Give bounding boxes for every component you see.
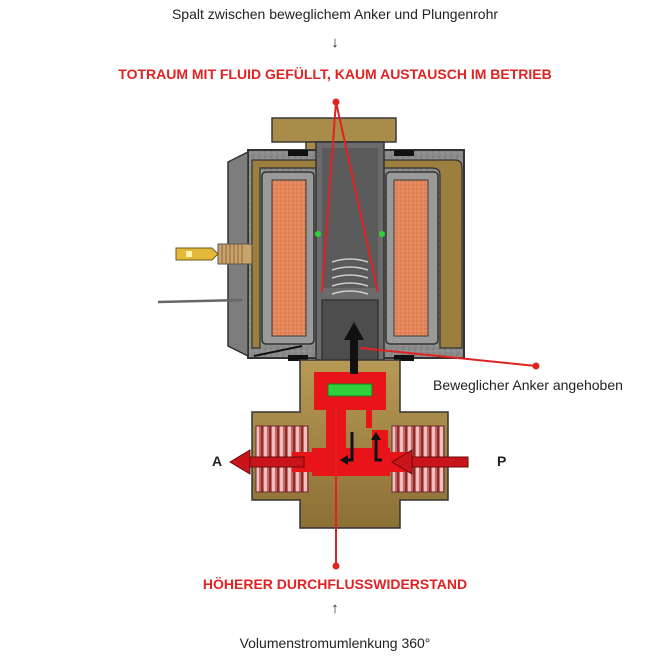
- coil-winding-left: [261, 171, 315, 345]
- annotation-dot-armature: [532, 362, 540, 370]
- armature-lift-arrow: [344, 322, 364, 374]
- top-caption: Spalt zwischen beweglichem Anker und Plu…: [171, 6, 499, 22]
- flow-arrow-p: [391, 449, 469, 475]
- flow-arrowhead-up: [371, 432, 381, 440]
- up-arrow-icon: ↑: [331, 600, 339, 617]
- flow-arrow-a: [229, 449, 305, 475]
- down-arrow-icon: ↓: [331, 34, 339, 51]
- ground-wire: [157, 298, 243, 304]
- gap-marker-left: [315, 231, 321, 237]
- seal-ring-top-right: [394, 150, 414, 156]
- seal-ring-top-left: [288, 150, 308, 156]
- port-p-label: P: [497, 453, 507, 469]
- bottom-caption: Volumenstromumlenkung 360°: [239, 635, 431, 651]
- valve-seal: [327, 383, 373, 397]
- annotation-lines: [321, 101, 537, 566]
- spring: [331, 258, 369, 295]
- coil-winding-right: [385, 171, 439, 345]
- port-a-label: A: [212, 453, 223, 469]
- armature-label: Beweglicher Anker angehoben: [433, 377, 623, 393]
- dead-volume-annotation: TOTRAUM MIT FLUID GEFÜLLT, KAUM AUSTAUSC…: [118, 66, 552, 82]
- seal-ring-bottom-left: [288, 355, 308, 361]
- electrical-terminal: [175, 243, 253, 265]
- annotation-dot-bottom: [332, 562, 340, 570]
- seal-ring-bottom-right: [394, 355, 414, 361]
- gap-marker-right: [379, 231, 385, 237]
- flow-resistance-annotation: HÖHERER DURCHFLUSSWIDERSTAND: [202, 576, 468, 592]
- annotation-dot-top: [332, 98, 340, 106]
- housing-edge-line: [253, 345, 303, 357]
- flow-arrowhead-left: [340, 455, 348, 465]
